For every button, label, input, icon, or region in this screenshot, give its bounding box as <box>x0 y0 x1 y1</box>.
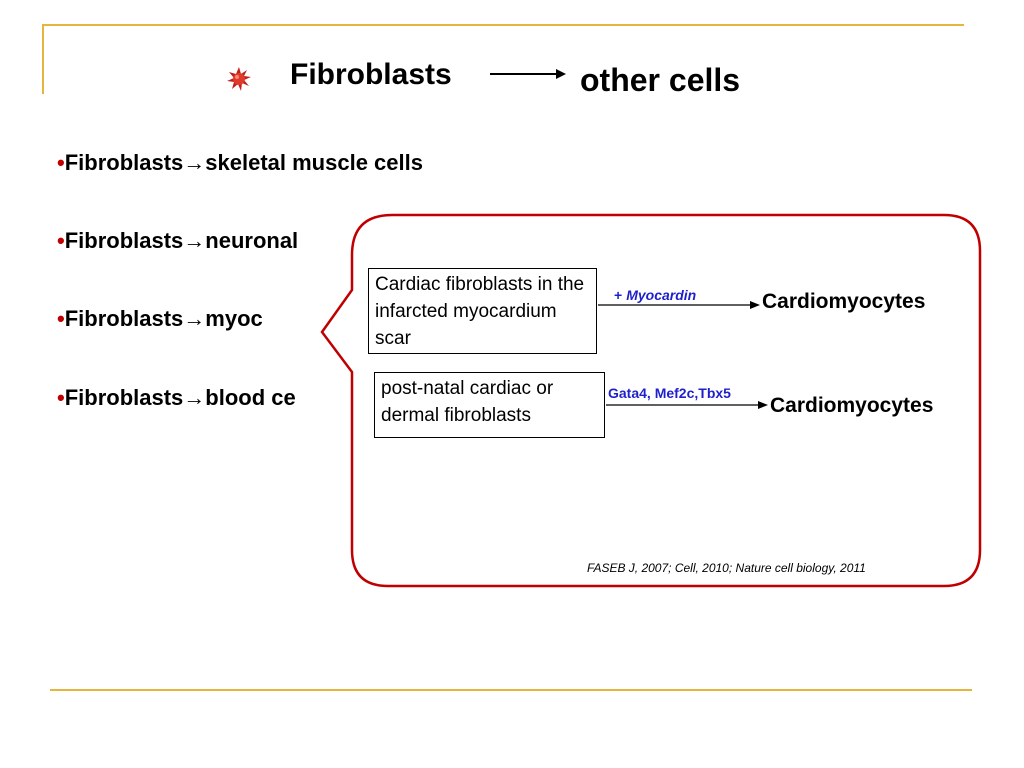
reference-citation: FASEB J, 2007; Cell, 2010; Nature cell b… <box>587 561 866 575</box>
bullet-dot: • <box>57 228 65 253</box>
title-source: Fibroblasts <box>290 58 452 91</box>
result-cell-1: Cardiomyocytes <box>762 290 926 313</box>
conversion-arrow-icon <box>606 401 768 409</box>
source-cell-box-2: post-natal cardiac or dermal fibroblasts <box>374 372 605 438</box>
title-arrow-icon <box>490 69 566 79</box>
bullet-text: Fibroblasts→myoc <box>64 306 263 331</box>
bullet-text: Fibroblasts→neuronal <box>64 228 299 253</box>
frame-bottom-line <box>50 689 972 691</box>
title-target: other cells <box>580 62 741 98</box>
frame-left-line <box>42 24 44 94</box>
bullet-text: Fibroblasts→blood ce <box>64 385 296 410</box>
bullet-dot: • <box>57 385 65 410</box>
factor-label-1: +Myocardin <box>614 287 696 303</box>
conversion-arrow-icon <box>598 301 760 309</box>
bullet-item: •Fibroblasts→neuronal <box>57 228 298 254</box>
bullet-dot: • <box>57 150 65 175</box>
frame-top-line <box>42 24 964 26</box>
red-starburst-bullet-icon <box>227 67 251 91</box>
bullet-dot: • <box>57 306 65 331</box>
bullet-item: •Fibroblasts→blood ce <box>57 385 296 411</box>
result-cell-2: Cardiomyocytes <box>770 394 934 417</box>
factor-name: Myocardin <box>626 287 697 303</box>
source-cell-box-1: Cardiac fibroblasts in the infarcted myo… <box>368 268 597 354</box>
bullet-item: •Fibroblasts→skeletal muscle cells <box>57 150 423 176</box>
bullet-item: •Fibroblasts→myoc <box>57 306 263 332</box>
bullet-text: Fibroblasts→skeletal muscle cells <box>64 150 423 175</box>
plus-sign: + <box>614 287 623 303</box>
factor-label-2: Gata4, Mef2c,Tbx5 <box>608 385 731 401</box>
